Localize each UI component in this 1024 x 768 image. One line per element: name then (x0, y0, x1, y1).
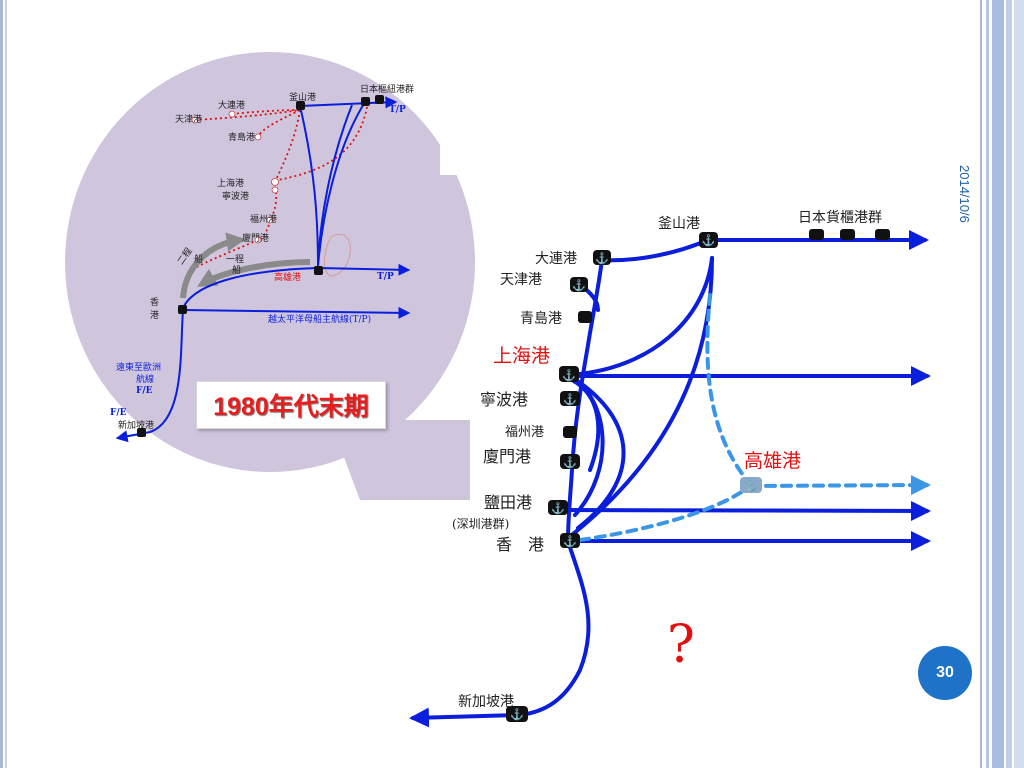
taiwan-outline (323, 233, 351, 277)
inset-label-hongkong-2: 港 (150, 309, 159, 321)
inset-label-tp-mid: T/P (377, 272, 394, 282)
anchor-shanghai-icon: ⚓ (559, 366, 579, 382)
svg-text:⚓: ⚓ (563, 393, 577, 406)
inset-label-fe-1: F/E (136, 386, 153, 396)
inset-main-routes (115, 96, 411, 443)
page-number-badge: 30 (918, 646, 972, 700)
anchor-japan-1-icon (809, 229, 824, 240)
inset-label-japan: 日本樞紐港群 (360, 83, 414, 95)
label-kaohsiung: 高雄港 (744, 450, 801, 472)
inset-port-dots (191, 110, 279, 244)
label-xiamen: 廈門港 (483, 447, 531, 466)
anchor-yantian-icon: ⚓ (548, 500, 568, 515)
inset-label-tianjin: 天津港 (175, 113, 202, 125)
kaohsiung-routes (578, 293, 931, 542)
inset-label-second-leg-sub: 船 (194, 253, 203, 265)
first-leg-arrow (196, 259, 311, 287)
svg-text:⚓: ⚓ (744, 479, 758, 492)
inset-label-qingdao: 青島港 (228, 131, 255, 143)
anchor-japan-2-icon (840, 229, 855, 240)
inset-label-first-leg-sub: 船 (232, 264, 241, 276)
inset-label-shanghai: 上海港 (217, 177, 244, 189)
era-label: 1980年代末期 (213, 393, 369, 421)
inset-label-fe-2: F/E (110, 408, 127, 418)
inset-label-busan: 釜山港 (289, 91, 316, 103)
inset-label-hongkong-1: 香 (150, 297, 159, 308)
second-leg-arrow (180, 232, 246, 299)
svg-text:⚓: ⚓ (563, 456, 577, 469)
svg-text:⚓: ⚓ (702, 234, 716, 247)
label-tianjin: 天津港 (500, 272, 542, 288)
label-singapore: 新加坡港 (458, 694, 514, 710)
label-dalian: 大連港 (535, 251, 577, 267)
right-frame-border (980, 0, 1024, 768)
anchor-qingdao-icon (578, 311, 592, 323)
inset-anchor-icons (137, 95, 384, 437)
slide-date: 2014/10/6 (957, 165, 972, 223)
anchor-hongkong-icon: ⚓ (560, 533, 580, 548)
anchor-kaohsiung-icon: ⚓ (740, 477, 762, 493)
era-label-box: 1980年代末期 (196, 381, 386, 429)
inset-label-dalian: 大連港 (218, 99, 245, 111)
label-shanghai: 上海港 (493, 345, 550, 367)
main-routes (409, 230, 931, 728)
label-yantian: 鹽田港 (484, 493, 532, 512)
label-japan: 日本貨櫃港群 (798, 209, 882, 226)
anchor-fuzhou-icon (563, 426, 577, 438)
main-anchor-icons: ⚓ ⚓ ⚓ ⚓ ⚓ ⚓ ⚓ ⚓ ⚓ ⚓ (506, 229, 890, 722)
svg-text:⚓: ⚓ (563, 535, 577, 548)
svg-text:⚓: ⚓ (551, 502, 565, 515)
label-busan: 釜山港 (658, 216, 700, 232)
inset-label-first-leg: 一程 (226, 254, 244, 265)
anchor-xiamen-icon: ⚓ (560, 454, 580, 469)
inset-label-xiamen: 廈門港 (242, 232, 269, 244)
inset-label-transpacific: 越太平洋母船主航線(T/P) (268, 313, 371, 325)
inset-label-kaohsiung: 高雄港 (274, 271, 301, 283)
anchor-ningbo-icon: ⚓ (560, 391, 580, 406)
inset-label-tp-top: T/P (389, 105, 406, 115)
svg-text:⚓: ⚓ (595, 252, 609, 265)
anchor-busan-icon: ⚓ (699, 232, 718, 248)
anchor-dalian-icon: ⚓ (593, 250, 611, 265)
inset-label-fe-route-2: 航線 (136, 373, 154, 385)
question-mark: ? (667, 615, 695, 675)
anchor-singapore-icon: ⚓ (506, 706, 528, 722)
left-frame-border (0, 0, 7, 768)
inset-map: 天津港 大連港 釜山港 日本樞紐港群 青島港 上海港 寧波港 福州港 廈門港 高… (110, 83, 414, 443)
svg-text:⚓: ⚓ (562, 369, 576, 382)
label-shenzhen-group: (深圳港群) (452, 517, 509, 531)
inset-label-singapore: 新加坡港 (118, 419, 154, 431)
label-fuzhou: 福州港 (505, 425, 544, 440)
label-qingdao: 青島港 (520, 311, 562, 327)
label-ningbo: 寧波港 (480, 390, 528, 409)
anchor-tianjin-icon: ⚓ (570, 277, 588, 292)
label-hongkong: 香 港 (496, 535, 544, 554)
inset-label-fuzhou: 福州港 (250, 213, 277, 225)
svg-text:⚓: ⚓ (510, 708, 524, 721)
svg-text:⚓: ⚓ (572, 279, 586, 292)
anchor-japan-3-icon (875, 229, 890, 240)
inset-label-ningbo: 寧波港 (222, 190, 249, 202)
inset-label-fe-route-1: 遠東至歐洲 (116, 361, 161, 373)
